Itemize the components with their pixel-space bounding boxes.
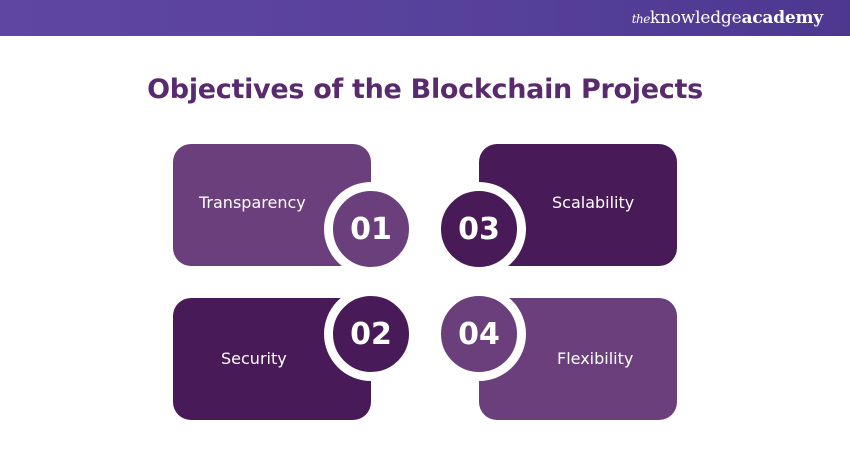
objective-label: Scalability	[552, 193, 635, 212]
objective-label: Flexibility	[557, 349, 634, 368]
page-title: Objectives of the Blockchain Projects	[147, 74, 703, 105]
objective-label: Security	[221, 349, 287, 368]
header-bar: theknowledgeacademy	[0, 0, 850, 36]
objective-number: 03	[458, 211, 500, 247]
objective-number: 02	[350, 316, 392, 352]
logo-main: knowledge	[649, 8, 742, 28]
logo-prefix: the	[631, 12, 651, 26]
objective-number-badge: 02	[324, 287, 418, 381]
logo-suffix: academy	[741, 8, 823, 28]
objective-number: 01	[350, 211, 392, 247]
objective-label: Transparency	[199, 193, 306, 212]
brand-logo: theknowledgeacademy	[632, 8, 823, 28]
objective-number: 04	[458, 316, 500, 352]
objective-number-badge: 04	[432, 287, 526, 381]
objective-number-badge: 03	[432, 182, 526, 276]
objective-number-badge: 01	[324, 182, 418, 276]
